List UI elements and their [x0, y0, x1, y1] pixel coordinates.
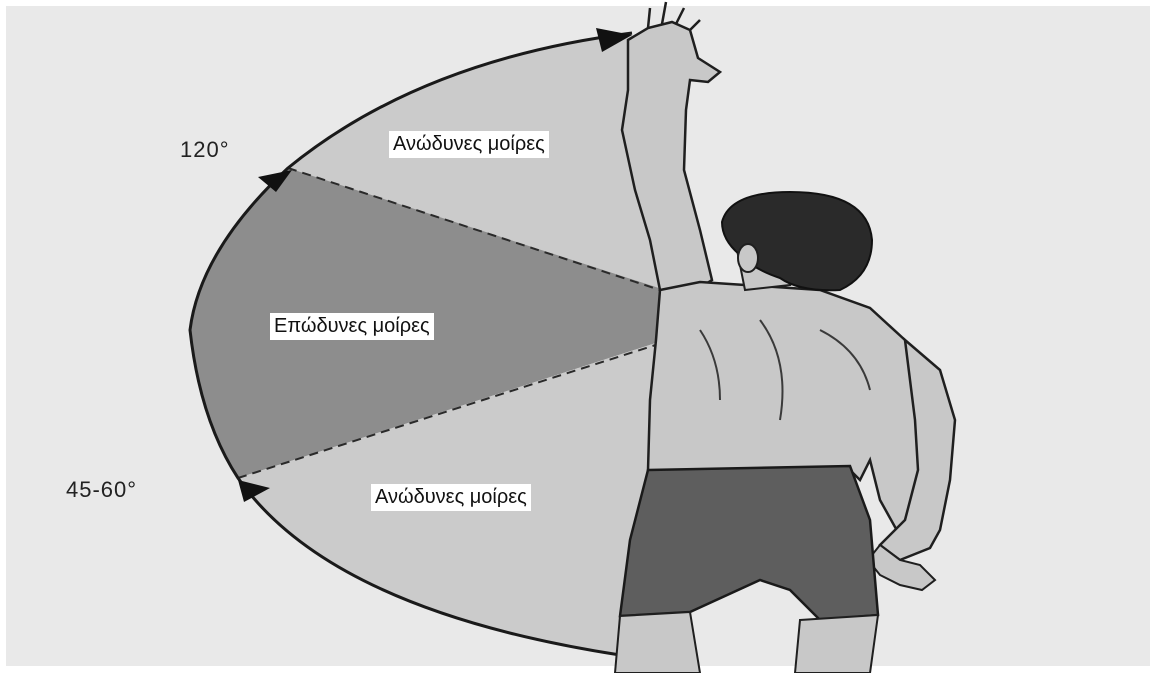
angle-120-label: 120°	[180, 137, 230, 163]
zone-painless-upper-label: Ανώδυνες μοίρες	[389, 131, 549, 158]
angle-45-60-label: 45-60°	[66, 477, 137, 503]
zone-painless-lower-label: Ανώδυνες μοίρες	[371, 484, 531, 511]
zone-painful-label: Επώδυνες μοίρες	[270, 313, 434, 340]
